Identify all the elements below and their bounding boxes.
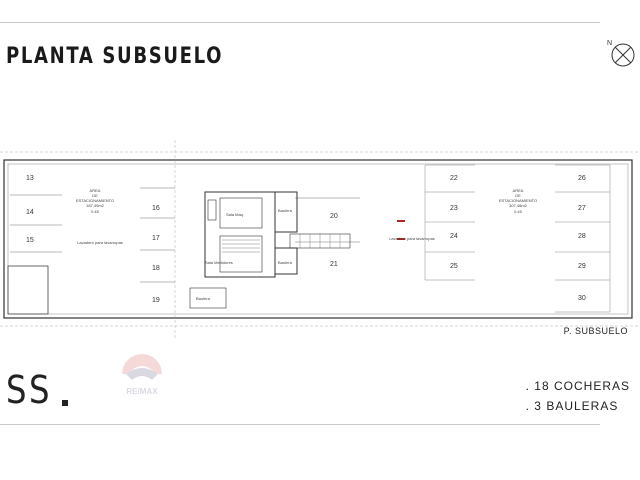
space-number: 30 (578, 295, 586, 302)
summary-item-bauleras: . 3 BAULERAS (525, 399, 619, 413)
space-number: 18 (152, 265, 160, 272)
room-label: Baulera (278, 260, 293, 265)
space-number: 17 (152, 235, 160, 242)
room-label: Baulera (196, 296, 211, 301)
room-label: Sala Maq. (226, 212, 244, 217)
space-number: 22 (450, 175, 458, 182)
area-label: 0.45 (514, 209, 523, 214)
room-label: Sala Medidores (205, 260, 233, 265)
area-label: ESTACIONAMIENTO (499, 198, 537, 203)
area-label: 307,48m2 (509, 203, 528, 208)
area-label: DE (92, 193, 98, 198)
space-number: 14 (26, 209, 34, 216)
space-number: 24 (450, 233, 458, 240)
area-label: 0.45 (91, 209, 100, 214)
lavadero-label: Lavadero para lavarropas (389, 236, 435, 241)
level-code: SS (6, 368, 53, 412)
space-number: 28 (578, 233, 586, 240)
space-number: 15 (26, 237, 34, 244)
space-number: 25 (450, 263, 458, 270)
area-label: ESTACIONAMIENTO (76, 198, 114, 203)
parking-stripes-left (10, 187, 360, 283)
plan-label: P. SUBSUELO (563, 326, 628, 336)
axis-lines (0, 140, 640, 340)
summary: . 18 COCHERAS . 3 BAULERAS (526, 376, 630, 416)
reserved-area-box (7, 265, 49, 315)
space-number: 29 (578, 263, 586, 270)
lavadero-label: Lavadero para lavarropas (77, 240, 123, 245)
space-number: 13 (26, 175, 34, 182)
area-label: DE (515, 193, 521, 198)
north-arrow-icon: N (607, 40, 635, 67)
red-markers (397, 220, 405, 240)
page-title: PLANTA SUBSUELO (6, 44, 224, 69)
area-label: AREA (513, 188, 524, 193)
outer-walls (3, 159, 633, 319)
stair-treads (222, 234, 341, 253)
space-number: 16 (152, 205, 160, 212)
space-number: 20 (330, 213, 338, 220)
area-label: 187,49m2 (86, 203, 105, 208)
space-number: 19 (152, 297, 160, 304)
building-core (189, 191, 351, 309)
summary-item-cocheras: . 18 COCHERAS (525, 379, 630, 393)
space-number: 21 (330, 261, 338, 268)
space-number: 27 (578, 205, 586, 212)
space-number: 26 (578, 175, 586, 182)
brand-logo-icon: RE/MAX (122, 354, 162, 396)
room-label: Baulera (278, 208, 293, 213)
bottom-frame-line (0, 424, 600, 425)
level-code-dot (62, 400, 68, 406)
svg-text:N: N (607, 40, 612, 47)
top-frame-line (0, 22, 600, 23)
parking-stripes-right (424, 164, 611, 313)
basement-floor-plan: 13 14 15 16 17 18 19 20 21 22 23 24 25 2… (0, 140, 640, 340)
area-label: AREA (90, 188, 101, 193)
space-number: 23 (450, 205, 458, 212)
brand-text: RE/MAX (126, 387, 158, 396)
